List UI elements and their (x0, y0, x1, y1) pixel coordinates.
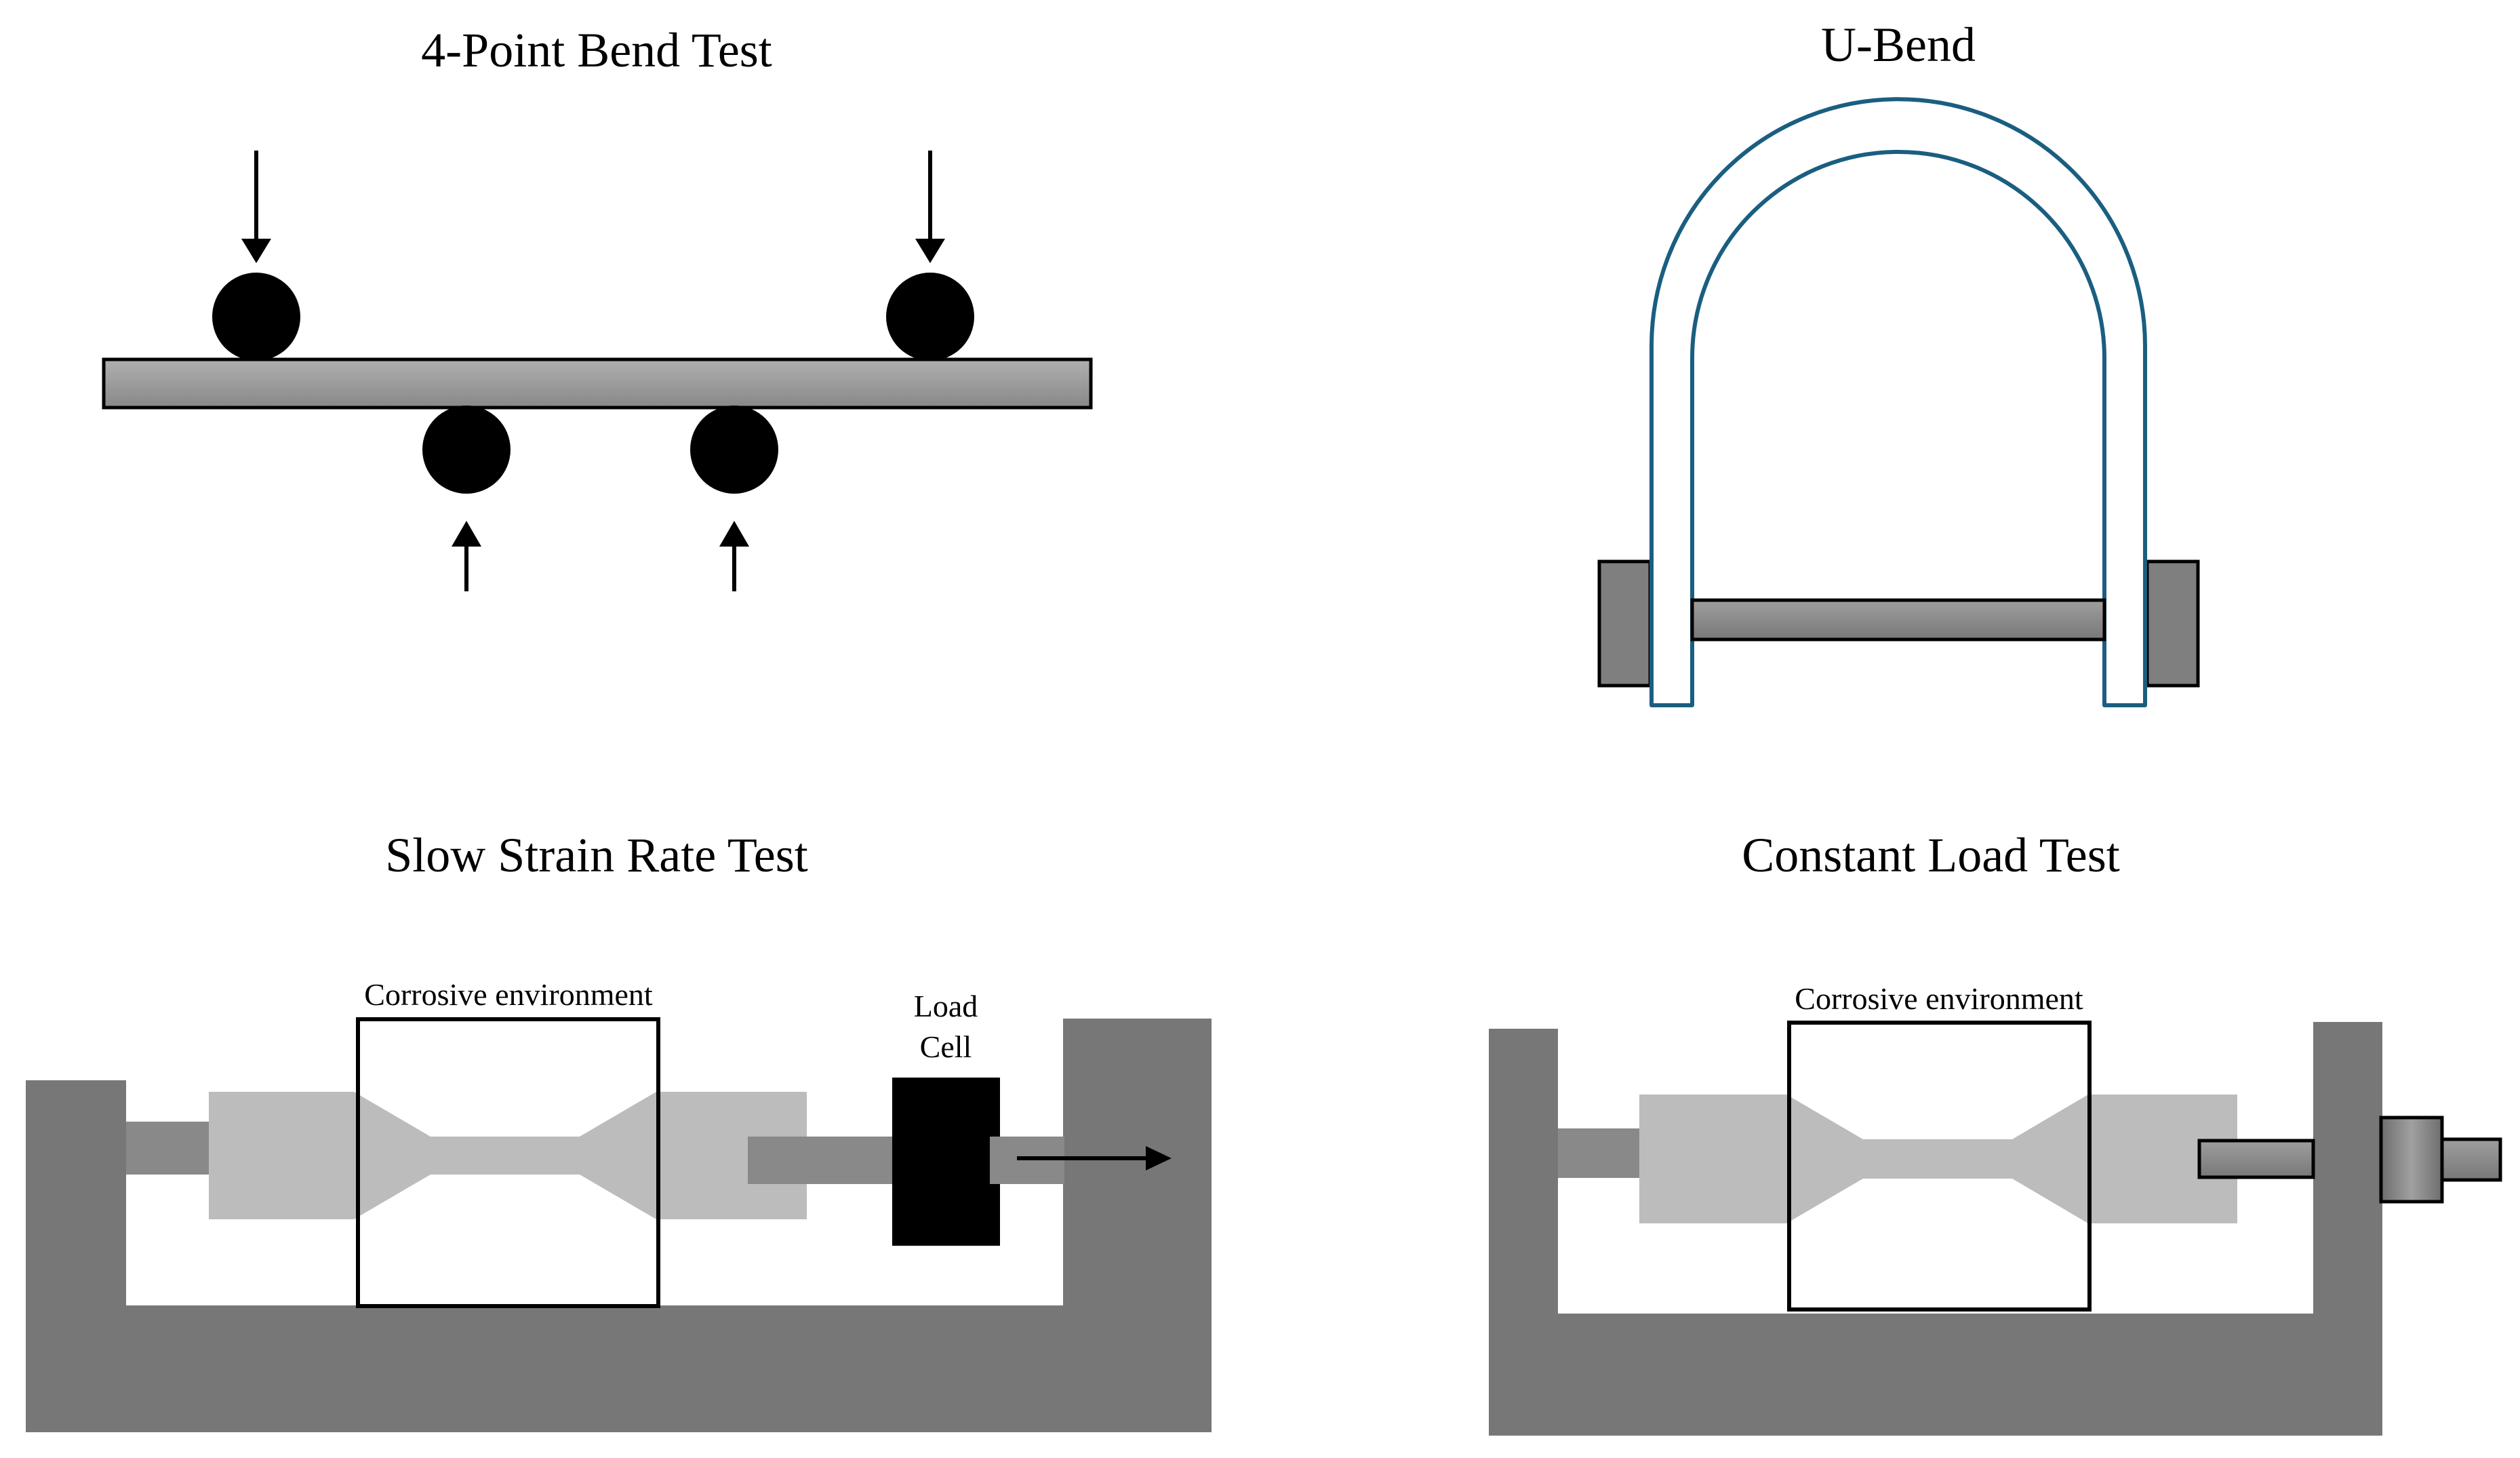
load-arrow-left-down (241, 151, 271, 263)
bolt-head-left (1597, 559, 1652, 688)
bend-specimen-beam (102, 357, 1093, 410)
strain-direction-arrow (1017, 1146, 1172, 1170)
clt-load-nut (2379, 1116, 2444, 1204)
clt-loading-frame (1489, 1022, 2382, 1436)
ssrt-corrosive-environment-box (356, 1017, 660, 1308)
clt-right-rod (2197, 1139, 2315, 1179)
top-roller-left (212, 273, 300, 361)
ssrt-loading-frame (26, 1019, 1212, 1432)
constant-load-panel: Constant Load Test Corrosive environment (1489, 828, 2502, 1436)
u-bend-panel: U-Bend (1597, 18, 2200, 707)
u-bend-title: U-Bend (1821, 18, 1976, 72)
u-bend-bolt-rod (1690, 598, 2106, 642)
constant-load-title: Constant Load Test (1742, 828, 2120, 882)
u-bend-specimen (1649, 97, 2147, 707)
support-arrow-left-up (452, 521, 481, 591)
four-point-bend-title: 4-Point Bend Test (421, 23, 772, 77)
load-arrow-right-down (915, 151, 945, 263)
slow-strain-rate-panel: Slow Strain Rate Test Corrosive environm… (26, 828, 1212, 1432)
bottom-roller-right (690, 406, 778, 494)
clt-bolt-end (2440, 1137, 2502, 1182)
support-arrow-right-up (719, 521, 749, 591)
bottom-roller-left (422, 406, 511, 494)
clt-corrosive-environment-label: Corrosive environment (1795, 981, 2083, 1016)
four-point-bend-panel: 4-Point Bend Test (102, 23, 1093, 591)
load-cell-label-line1: Load (914, 989, 978, 1023)
clt-corrosive-environment-box (1787, 1021, 2092, 1312)
ssrt-specimen (209, 1092, 807, 1219)
clt-specimen (1639, 1095, 2237, 1223)
top-roller-right (886, 273, 974, 361)
load-cell (892, 1078, 1000, 1246)
load-cell-label-line2: Cell (920, 1029, 972, 1064)
ssrt-corrosive-environment-label: Corrosive environment (364, 977, 653, 1012)
ssrt-right-pull-rod (748, 1137, 900, 1184)
slow-strain-rate-title: Slow Strain Rate Test (385, 828, 808, 882)
bolt-head-right (2145, 559, 2200, 688)
